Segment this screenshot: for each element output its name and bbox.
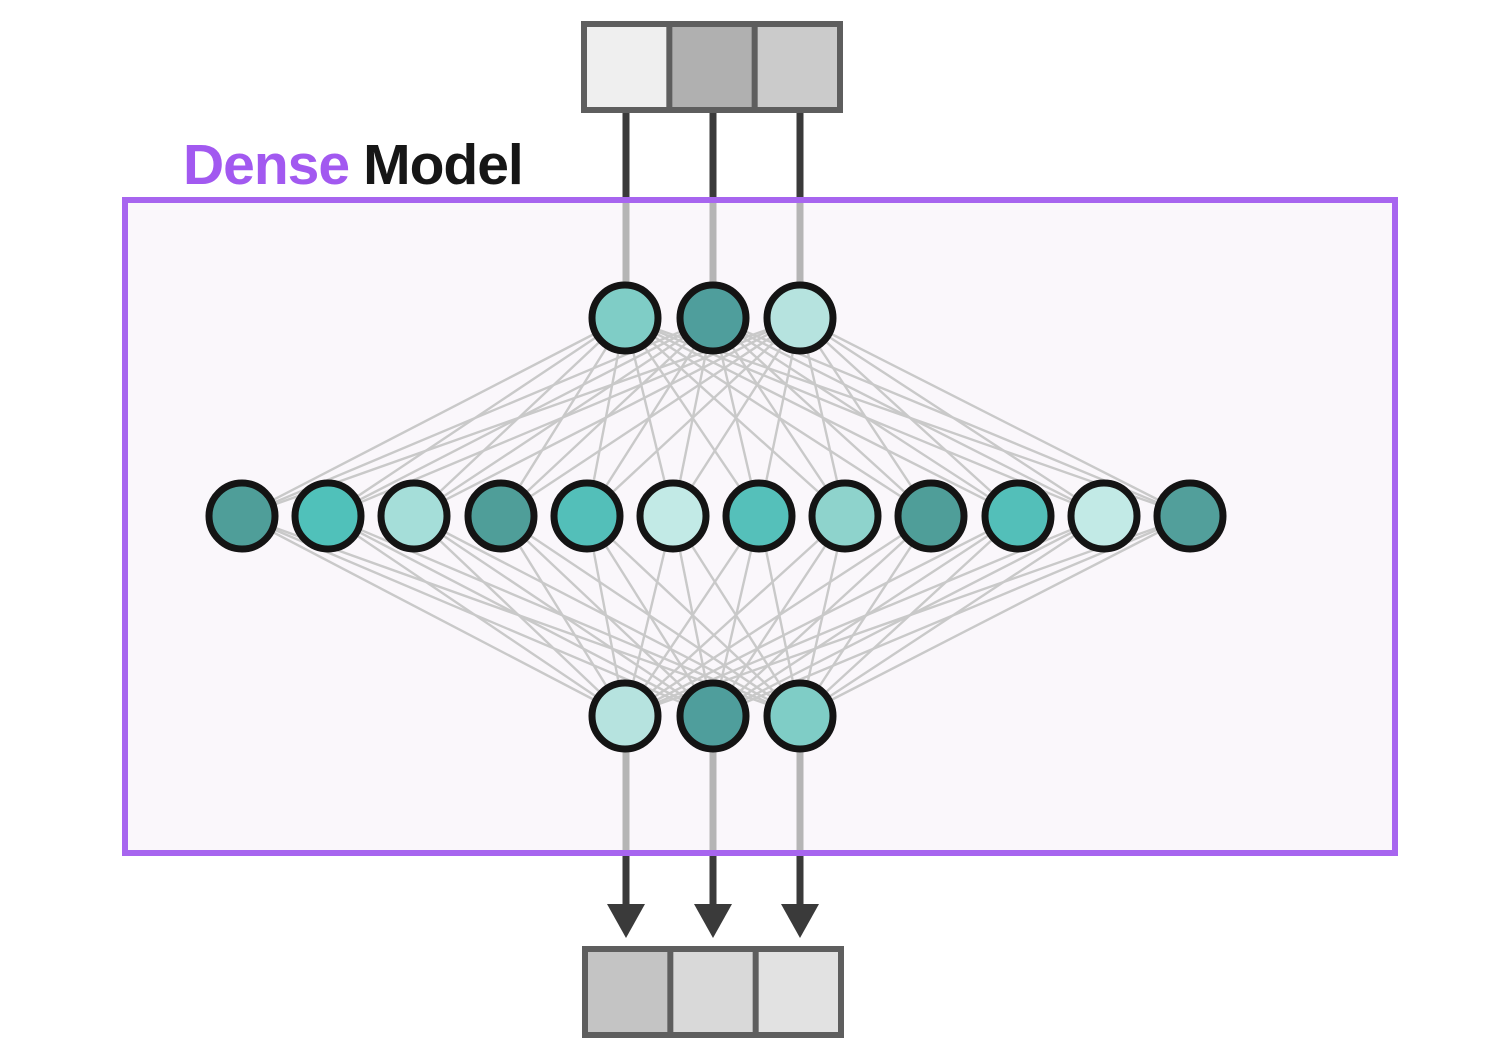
hidden-layer-node-2	[291, 479, 365, 553]
edge	[241, 316, 626, 518]
edge	[799, 514, 1191, 718]
edge	[586, 317, 801, 517]
input-layer-node-3	[763, 281, 837, 355]
input-layer-node-1	[588, 281, 662, 355]
hidden-layer-node-1	[205, 479, 279, 553]
edge	[327, 515, 626, 717]
edge	[624, 514, 932, 718]
edge	[671, 317, 802, 517]
hidden-layer-node-6	[636, 479, 710, 553]
edge	[413, 515, 626, 717]
edge	[624, 515, 846, 717]
hidden-layer-node-8	[808, 479, 882, 553]
edge	[798, 317, 933, 517]
edge	[413, 316, 801, 518]
hidden-layer-node-10	[981, 479, 1055, 553]
input-token-bar-cell-1	[587, 27, 667, 107]
hidden-layer-node-9	[894, 479, 968, 553]
output-token-bar-cell-2	[673, 952, 753, 1032]
edge	[500, 316, 801, 518]
title-highlight: Dense	[183, 133, 350, 197]
hidden-layer-node-4	[464, 479, 538, 553]
hidden-layer-node-7	[722, 479, 796, 553]
edge	[624, 515, 760, 717]
edge	[624, 514, 1019, 718]
output-layer-node-2	[676, 679, 750, 753]
edge	[799, 317, 1019, 517]
output-arrowhead-icon-1	[607, 904, 645, 938]
title-rest: Model	[363, 133, 524, 197]
model-box-border	[122, 197, 1398, 856]
output-layer-node-3	[763, 679, 837, 753]
hidden-layer-node-5	[550, 479, 624, 553]
edge	[799, 316, 1191, 518]
input-token-bar-cell-3	[757, 27, 837, 107]
hidden-layer-node-11	[1067, 479, 1141, 553]
input-token-bar-cell-2	[672, 27, 752, 107]
hidden-layer-node-12	[1153, 479, 1227, 553]
output-arrowhead-icon-2	[694, 904, 732, 938]
output-layer-node-1	[588, 679, 662, 753]
output-token-bar-cell-1	[588, 952, 668, 1032]
input-layer-node-2	[676, 281, 750, 355]
hidden-layer-node-3	[377, 479, 451, 553]
edge	[499, 515, 627, 717]
output-arrowhead-icon-3	[781, 904, 819, 938]
edge	[799, 316, 1105, 518]
edge	[241, 514, 626, 718]
output-token-bar-cell-3	[758, 952, 838, 1032]
